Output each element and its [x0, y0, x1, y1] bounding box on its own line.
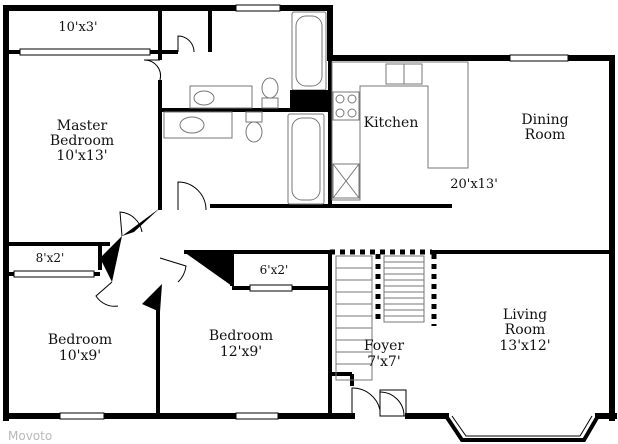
- windows: [59, 4, 569, 420]
- closet-left-dim: 8'x2': [36, 251, 65, 265]
- master-dim: 10'x13': [56, 148, 107, 164]
- bath-fixtures: [163, 11, 327, 205]
- wall-wedges: [100, 208, 232, 312]
- watermark: Movoto: [8, 429, 52, 443]
- living-name-line1: Living: [503, 307, 547, 323]
- master-name-line2: Bedroom: [50, 133, 114, 149]
- closet-mid-dim: 6'x2': [260, 263, 289, 277]
- bedroom-left-dim: 10'x9': [59, 348, 101, 364]
- exterior-walls: [3, 5, 617, 421]
- dining-name-line1: Dining: [521, 112, 568, 128]
- closet-doors: [13, 48, 293, 292]
- living-dim: 13'x12': [499, 338, 550, 354]
- kitchen-fixtures: [331, 61, 469, 201]
- lower-vanity: [163, 111, 233, 139]
- interior-walls: [6, 8, 612, 416]
- bedroom-mid-name: Bedroom: [209, 328, 273, 344]
- bedroom-mid-dim: 12'x9': [220, 344, 262, 360]
- bedroom-left-name: Bedroom: [48, 332, 112, 348]
- dining-name-line2: Room: [525, 127, 566, 143]
- stairs: [335, 255, 425, 381]
- dashed-openings: [330, 249, 437, 326]
- living-name-line2: Room: [505, 322, 546, 338]
- master-name-line1: Master: [57, 118, 108, 134]
- door-swings[interactable]: [95, 35, 405, 417]
- closet-top-dim: 10'x3': [58, 20, 97, 35]
- lower-toilet-tank: [245, 111, 263, 123]
- kitchen-name: Kitchen: [364, 115, 419, 131]
- dining-dim: 20'x13': [450, 177, 498, 192]
- foyer-name: Foyer: [364, 338, 405, 354]
- bath-divider-black: [290, 90, 330, 112]
- kitchen-counter: [331, 61, 469, 201]
- bay-window: [444, 414, 600, 442]
- upper-toilet-tank: [261, 97, 279, 109]
- foyer-dim: 7'x7': [367, 354, 400, 370]
